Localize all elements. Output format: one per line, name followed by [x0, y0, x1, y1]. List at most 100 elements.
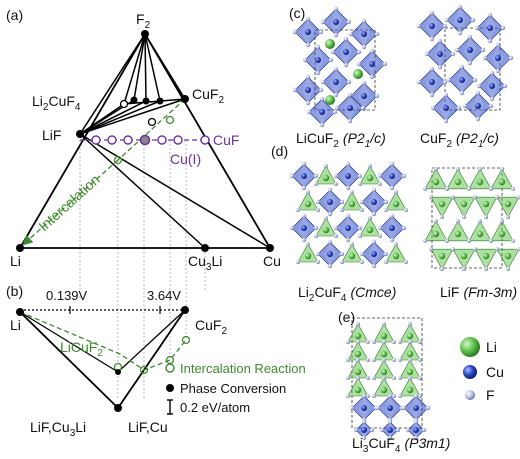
f-atom: [489, 96, 495, 102]
cu-atom: [369, 61, 375, 67]
f-atom: [359, 251, 365, 257]
f-atom: [320, 79, 326, 85]
f-atom: [440, 267, 444, 271]
stable-phases: [16, 30, 274, 252]
crystal-licuf2: [292, 6, 388, 128]
f-atom: [484, 267, 488, 271]
f-atom: [467, 186, 471, 191]
f-atom: [361, 80, 367, 86]
f-atom: [372, 376, 376, 380]
f-atom: [368, 216, 372, 220]
f-atom: [377, 173, 383, 179]
f-atom: [314, 182, 318, 186]
f-atom: [444, 17, 450, 23]
crystal-li3cuf4: [346, 317, 431, 441]
legend-scale-bar: [167, 399, 173, 415]
f-atom: [459, 64, 465, 70]
f-atom: [315, 70, 321, 76]
f-atom: [413, 435, 419, 441]
cu-atom: [413, 427, 419, 433]
f-atom: [418, 358, 422, 362]
f-atom: [371, 187, 377, 193]
f-atom: [389, 237, 395, 243]
li-atom: [353, 69, 363, 79]
f-atom: [369, 427, 375, 433]
li-atom: [504, 252, 512, 260]
f-atom: [361, 18, 367, 24]
f-atom: [327, 211, 333, 217]
f-atom: [418, 376, 422, 380]
f-atom: [332, 109, 338, 115]
label-cu3li: Cu3Li: [188, 253, 222, 273]
f-atom: [472, 77, 478, 83]
li-atom: [498, 230, 506, 238]
f-atom: [467, 238, 471, 243]
f-atom: [343, 36, 349, 42]
li-atom: [454, 230, 462, 238]
panel-d-label: (d): [271, 143, 288, 159]
f-atom: [446, 77, 452, 83]
vertex-cu: Cu: [263, 253, 281, 269]
li-atom: [322, 174, 330, 182]
f-atom: [475, 90, 481, 96]
f-atom: [423, 238, 427, 243]
li-atom: [392, 200, 400, 208]
b-lif-cu3li: LiF,Cu3Li: [30, 419, 86, 439]
f-atom: [333, 66, 339, 72]
f-atom: [327, 263, 333, 269]
cu-atom: [361, 31, 367, 37]
f-atom: [511, 238, 515, 243]
f-atom: [384, 260, 388, 264]
li-atom: [325, 95, 335, 105]
f-atom: [346, 340, 350, 344]
vertex-li: Li: [10, 253, 21, 269]
f-atom: [369, 48, 375, 54]
f-atom: [456, 219, 460, 223]
cu-atom: [343, 49, 349, 55]
f-atom: [345, 237, 351, 243]
f-atom: [334, 105, 340, 111]
f-atom: [382, 376, 386, 380]
cu-atom: [301, 225, 307, 231]
f-atom: [384, 208, 388, 212]
f-atom: [349, 405, 355, 411]
f-atom: [413, 393, 419, 399]
f-atom: [296, 260, 300, 264]
cu-atom: [319, 109, 325, 115]
f-atom: [314, 234, 318, 238]
f-atom: [346, 394, 350, 398]
d-lif-caption: LiF(Fm-3m): [440, 284, 517, 300]
e-li3cuf4-caption: Li3CuF4(P3m1): [352, 435, 450, 455]
f-atom: [339, 251, 345, 257]
f-atom: [451, 195, 455, 200]
legend-li-ball: [460, 337, 480, 357]
voltage-low: 0.139V: [46, 288, 88, 303]
f-atom: [480, 47, 486, 53]
cu-atom: [429, 79, 435, 85]
cu-atom: [387, 405, 393, 411]
li-atom: [348, 252, 356, 260]
f-atom: [517, 195, 520, 200]
li-atom: [432, 230, 440, 238]
f-atom: [315, 251, 321, 257]
f-atom: [372, 358, 376, 362]
f-atom: [345, 213, 351, 219]
f-atom: [408, 322, 412, 326]
cu-atom: [437, 51, 443, 57]
f-atom: [450, 51, 456, 57]
f-atom: [366, 340, 370, 344]
tie-lines: [79, 33, 271, 249]
f-atom: [387, 435, 393, 441]
f-atom: [339, 199, 345, 205]
f-atom: [489, 238, 493, 243]
cu-atom: [459, 77, 465, 83]
f-atom: [470, 17, 476, 23]
li-atom: [366, 226, 374, 234]
voltage-ticks: [69, 306, 161, 314]
f-atom: [488, 103, 494, 109]
cu-atom: [429, 23, 435, 29]
cu-atom: [345, 225, 351, 231]
cu-atom: [371, 251, 377, 257]
li-atom: [380, 332, 388, 340]
